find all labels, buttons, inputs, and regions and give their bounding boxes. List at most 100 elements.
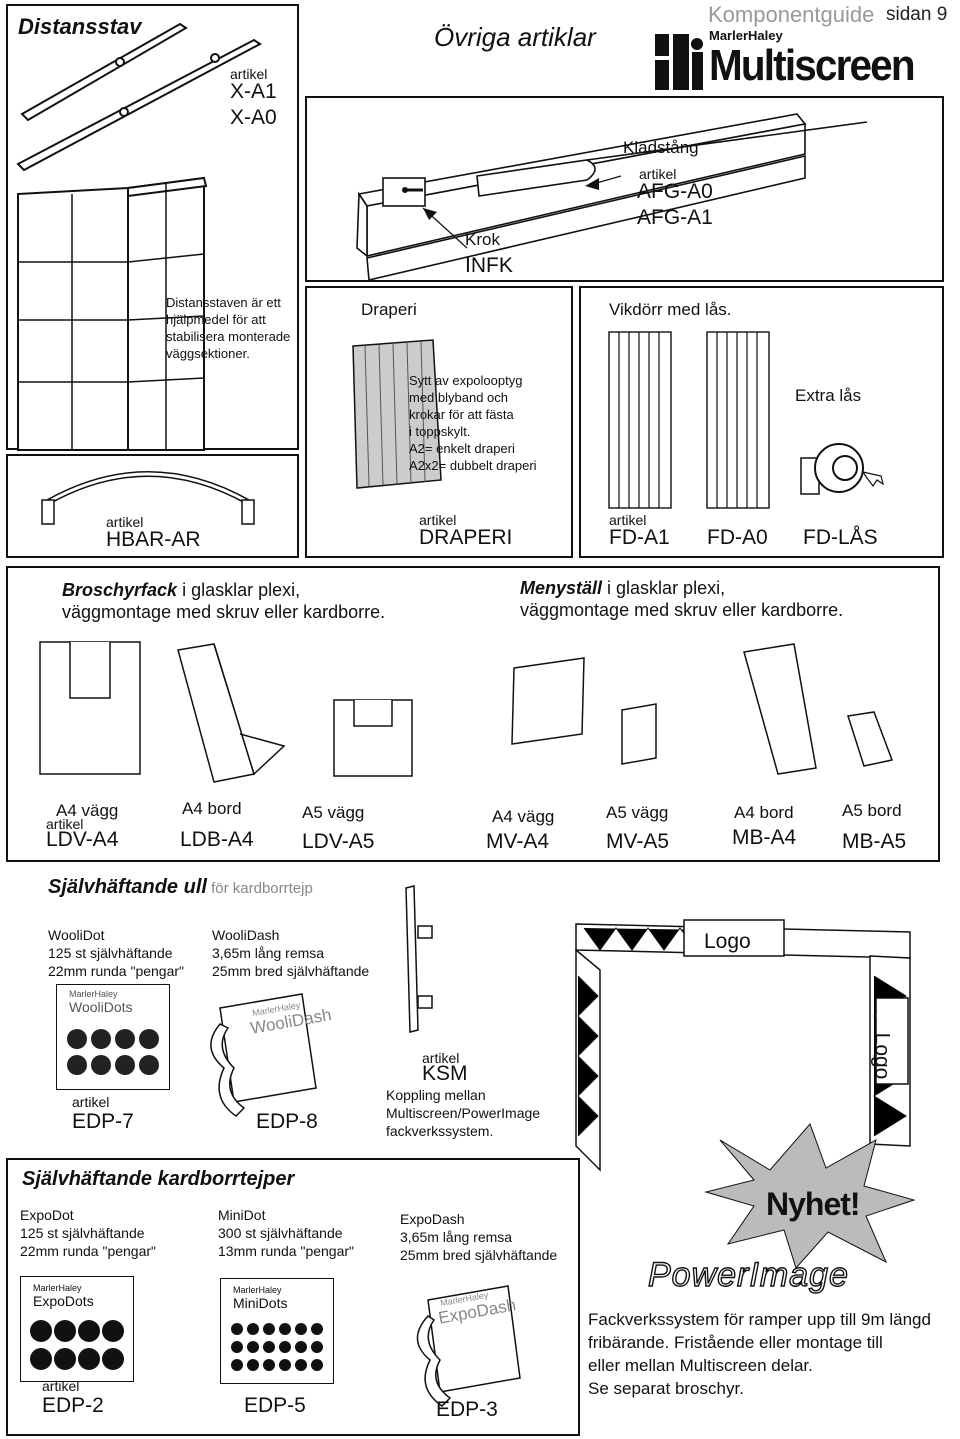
- code-mv-a5: MV-A5: [606, 830, 670, 853]
- brand-logo: MarlerHaley Multiscreen: [655, 28, 945, 94]
- expodash-text: ExpoDash 3,65m lång remsa 25mm bred själ…: [400, 1210, 557, 1264]
- ksm-desc-line: Multiscreen/PowerImage: [386, 1105, 541, 1121]
- ldb-a4-label: A4 bord: [182, 799, 242, 818]
- mv-a5-label: A5 vägg: [606, 803, 669, 822]
- desc-line: Sytt av expolooptyg: [409, 373, 523, 388]
- draperi-title: Draperi: [361, 300, 417, 319]
- code-edp-3: EDP-3: [436, 1398, 498, 1421]
- artikel-label: artikel: [422, 1050, 460, 1066]
- distance-rod-illustration: [16, 22, 262, 451]
- krok-label: Krok: [465, 230, 500, 249]
- desc-line: krokar för att fästa: [409, 407, 514, 422]
- code-infk: INFK: [465, 254, 513, 277]
- code-x-a1: X-A1: [230, 80, 277, 103]
- kladstang-label: Klädstång: [623, 138, 699, 157]
- expodot-text: ExpoDot 125 st självhäftande 22mm runda …: [20, 1206, 156, 1260]
- meny-title-bold: Menyställ: [520, 578, 603, 598]
- powerimage-title: PowerImage: [647, 1255, 849, 1294]
- expodots-box: MarlerHaley ExpoDots: [20, 1276, 134, 1382]
- lock-icon: [800, 443, 884, 495]
- rail-illustration: [356, 113, 868, 281]
- woolidot-line: 125 st självhäftande: [48, 945, 173, 961]
- minidot-line: 300 st självhäftande: [218, 1225, 343, 1241]
- expodash-line: 25mm bred självhäftande: [400, 1247, 558, 1263]
- code-draperi: DRAPERI: [419, 526, 513, 549]
- woolidot-line: 22mm runda "pengar": [48, 963, 185, 979]
- holders-illustration: [39, 641, 894, 783]
- desc-line: Distansstaven är ett: [166, 295, 281, 310]
- broschyr-title-bold: Broschyrfack: [62, 580, 178, 600]
- box-name: WooliDots: [69, 999, 133, 1015]
- truss-logo-side: Logo: [870, 1032, 894, 1080]
- code-ksm: KSM: [422, 1062, 468, 1085]
- desc-line: med blyband och: [409, 390, 509, 405]
- distansstav-title: Distansstav: [18, 14, 142, 39]
- ull-title: Självhäftande ull för kardborrtejp: [48, 876, 313, 899]
- broschyr-title-rest: i glasklar plexi,: [177, 580, 301, 600]
- powerimage-line: fribärande. Fristående eller montage til…: [588, 1333, 883, 1352]
- ldv-a5-label: A5 vägg: [302, 803, 365, 822]
- code-mb-a4: MB-A4: [732, 826, 797, 849]
- dots-pattern: [231, 1323, 323, 1371]
- distansstav-description: Distansstaven är ett hjälpmedel för att …: [166, 294, 306, 362]
- vikdorr-title: Vikdörr med lås.: [609, 300, 732, 319]
- artikel-label: artikel: [419, 512, 457, 528]
- desc-line: i toppskylt.: [409, 424, 471, 439]
- code-ldv-a5: LDV-A5: [302, 830, 375, 853]
- artikel-label: artikel: [106, 514, 144, 530]
- meny-line2: väggmontage med skruv eller kardborre.: [520, 600, 844, 620]
- artikel-label: artikel: [609, 512, 647, 528]
- woolidot-line: WooliDot: [48, 927, 105, 943]
- artikel-label: artikel: [72, 1094, 110, 1110]
- powerimage-line: Se separat broschyr.: [588, 1379, 744, 1398]
- wooldash-line: WooliDash: [212, 927, 280, 943]
- box-name: ExpoDots: [33, 1293, 94, 1309]
- brand-name: Multiscreen: [709, 41, 916, 90]
- expodash-line: ExpoDash: [400, 1211, 465, 1227]
- mb-a5-label: A5 bord: [842, 801, 902, 820]
- broschyr-line2: väggmontage med skruv eller kardborre.: [62, 602, 386, 622]
- powerimage-line: Fackverkssystem för ramper upp till 9m l…: [588, 1310, 931, 1329]
- wooldash-line: 3,65m lång remsa: [212, 945, 325, 961]
- wooldash-line: 25mm bred självhäftande: [212, 963, 370, 979]
- wooldash-box: [210, 993, 317, 1117]
- box-name: MiniDots: [233, 1295, 288, 1311]
- guide-label: Komponentguide: [708, 2, 875, 27]
- desc-line: hjälpmedel för att: [166, 312, 266, 327]
- code-afg-a1: AFG-A1: [637, 206, 713, 229]
- code-edp-2: EDP-2: [42, 1394, 104, 1417]
- minidots-box: MarlerHaley MiniDots: [220, 1278, 334, 1384]
- expodash-line: 3,65m lång remsa: [400, 1229, 513, 1245]
- expodot-line: ExpoDot: [20, 1207, 74, 1223]
- code-x-a0: X-A0: [230, 106, 277, 129]
- box-brand: MarlerHaley: [233, 1285, 282, 1295]
- artikel-label: artikel: [46, 816, 84, 832]
- extra-las-label: Extra lås: [795, 386, 862, 405]
- code-edp-7: EDP-7: [72, 1110, 134, 1133]
- truss-illustration: [575, 919, 911, 1172]
- meny-title-rest: i glasklar plexi,: [602, 578, 726, 598]
- broschyr-panel: Broschyrfack i glasklar plexi, väggmonta…: [6, 566, 940, 862]
- minidot-line: MiniDot: [218, 1207, 266, 1223]
- code-ldb-a4: LDB-A4: [180, 828, 254, 851]
- vikdorr-panel: Vikdörr med lås. Extra lås artikel FD-A1…: [579, 286, 944, 558]
- ldv-a4-label: A4 vägg: [56, 801, 119, 820]
- nyhet-label: Nyhet!: [766, 1186, 861, 1222]
- powerimage-description: Fackverkssystem för ramper upp till 9m l…: [588, 1308, 931, 1400]
- code-edp-5: EDP-5: [244, 1394, 306, 1417]
- minidot-line: 13mm runda "pengar": [218, 1243, 355, 1259]
- ksm-description: Koppling mellan Multiscreen/PowerImage f…: [386, 1086, 540, 1140]
- code-hbar-ar: HBAR-AR: [106, 528, 201, 551]
- tejper-title: Självhäftande kardborrtejper: [22, 1168, 295, 1190]
- ksm-illustration: [405, 885, 433, 1033]
- desc-line: A2= enkelt draperi: [409, 441, 515, 456]
- code-mb-a5: MB-A5: [842, 830, 907, 853]
- page-number: sidan 9: [886, 4, 948, 25]
- code-mv-a4: MV-A4: [486, 830, 550, 853]
- artikel-label: artikel: [230, 66, 268, 82]
- dots-pattern: [67, 1029, 159, 1075]
- hbar-illustration: [41, 471, 255, 525]
- mb-a4-label: A4 bord: [734, 803, 794, 822]
- expodot-line: 125 st självhäftande: [20, 1225, 145, 1241]
- box-brand: MarlerHaley: [33, 1283, 82, 1293]
